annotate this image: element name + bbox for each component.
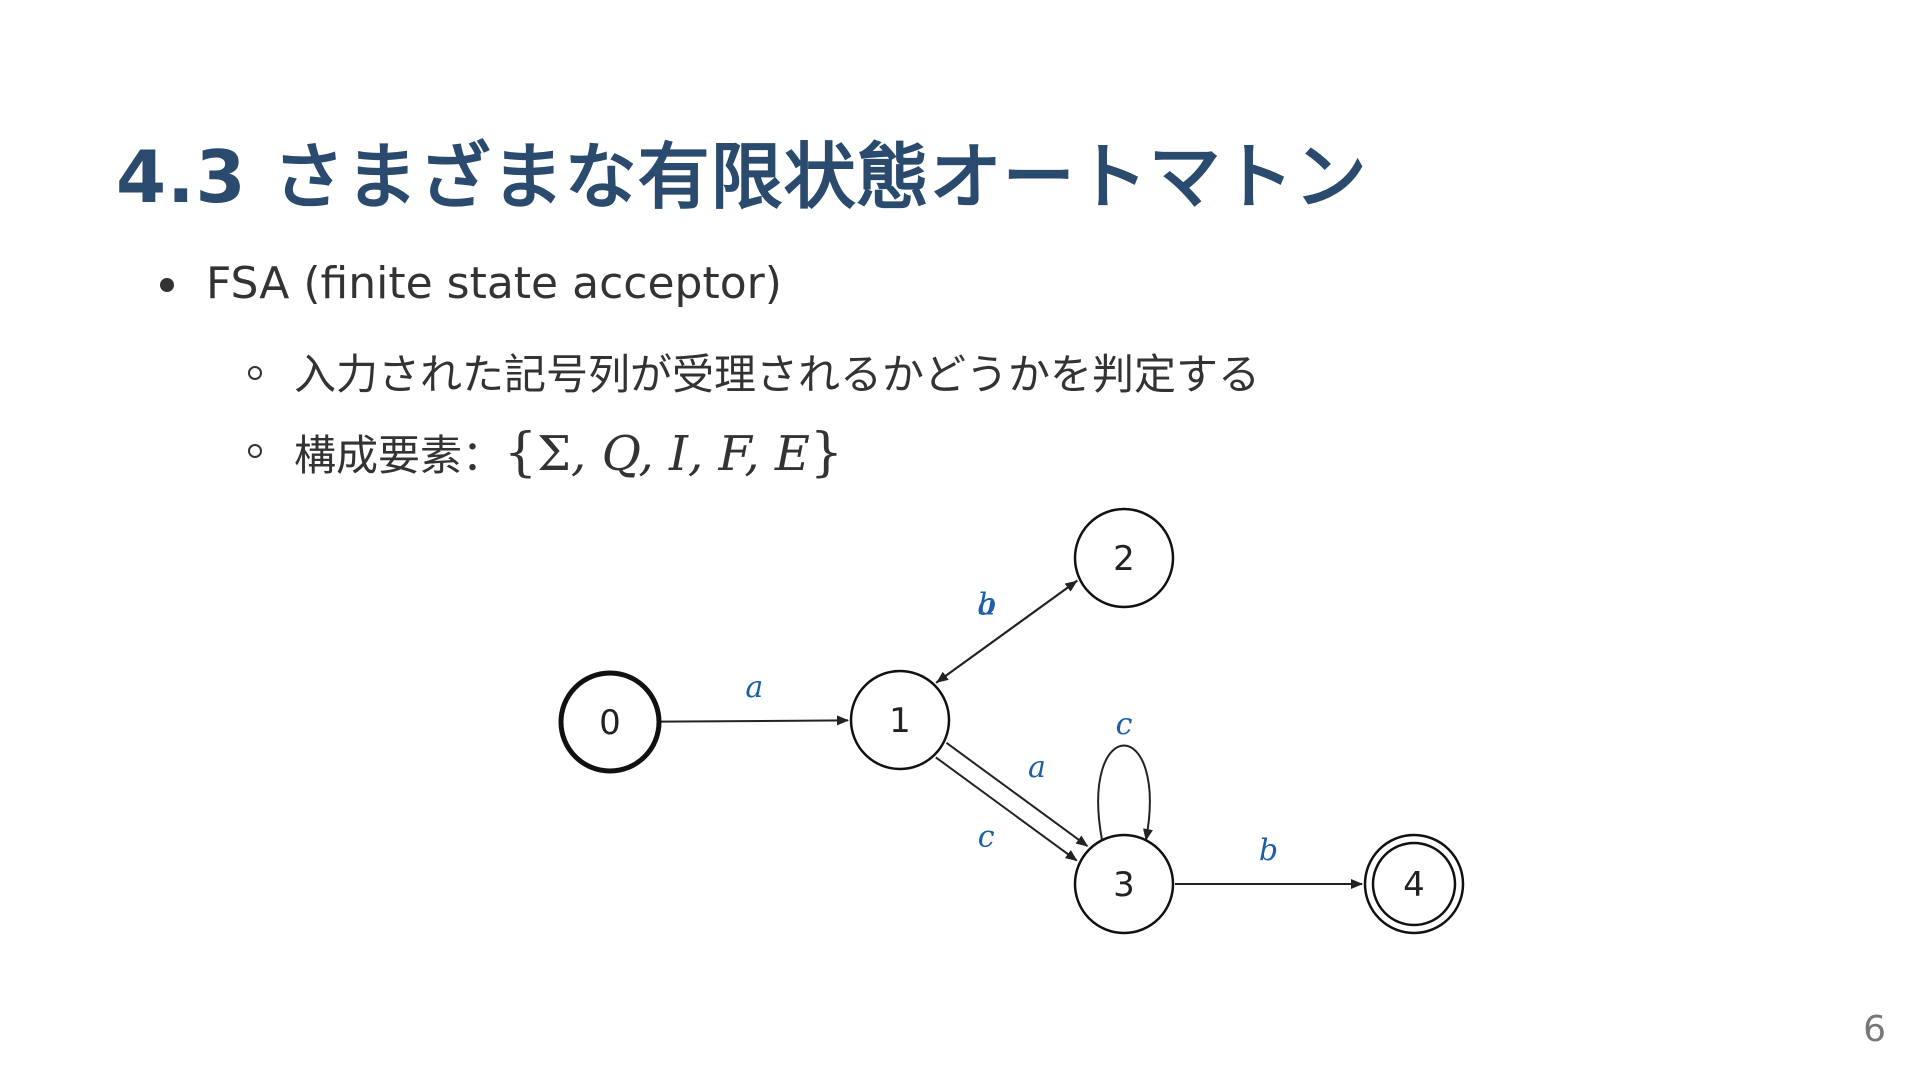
transition-3-3-c: c xyxy=(1097,707,1153,841)
transition-label: a xyxy=(745,670,763,705)
state-circle xyxy=(558,670,662,774)
formula-close-brace: } xyxy=(809,423,844,483)
transition-label: b xyxy=(1259,833,1278,868)
state-label: 3 xyxy=(1113,865,1135,905)
transition-arrow xyxy=(936,579,1078,684)
state-3: 3 xyxy=(1073,833,1175,935)
sub-bullet-list: 入力された記号列が受理されるかどうかを判定する 構成要素：{Σ, Q, I, F… xyxy=(160,336,1260,495)
bullet-list: FSA (finite state acceptor) 入力された記号列が受理さ… xyxy=(160,252,1260,495)
transition-label: a xyxy=(1028,750,1046,785)
formula-sigma: Σ xyxy=(537,426,572,482)
sub-bullet-text: 構成要素：{Σ, Q, I, F, E} xyxy=(294,423,843,483)
transition-label: b xyxy=(978,587,997,622)
sub-bullet-item-description: 入力された記号列が受理されるかどうかを判定する xyxy=(248,336,1260,414)
transition-arrow xyxy=(935,580,1078,684)
formula-separator: , xyxy=(744,426,775,482)
state-circle xyxy=(1363,833,1465,935)
transition-label: c xyxy=(1116,707,1133,742)
formula-separator: , xyxy=(688,426,719,482)
sub-bullet-circle-icon xyxy=(248,444,262,458)
transition-label: c xyxy=(978,819,995,854)
transition-arrow xyxy=(660,715,850,726)
state-1: 1 xyxy=(849,669,951,771)
sub-bullet-circle-icon xyxy=(248,366,262,380)
formula-separator: , xyxy=(638,426,670,482)
state-circle xyxy=(1073,833,1175,935)
transition-1-3-c: c xyxy=(935,756,1078,862)
slide-title: 4.3 さまざまな有限状態オートマトン xyxy=(116,135,1368,219)
state-label: 2 xyxy=(1113,539,1135,579)
transition-3-4-b: b xyxy=(1175,833,1363,889)
transition-1-2-a: a xyxy=(935,580,1078,684)
bullet-dot-icon xyxy=(160,278,174,292)
transition-arrow xyxy=(935,756,1078,862)
sub-bullet-item-components: 構成要素：{Σ, Q, I, F, E} xyxy=(248,414,1260,495)
transition-arrow xyxy=(945,742,1089,847)
transition-2-1-b: b xyxy=(936,579,1078,684)
formula-e: E xyxy=(774,426,810,482)
formula-f: F xyxy=(718,426,745,482)
transition-label: a xyxy=(977,587,995,622)
state-0: 0 xyxy=(558,670,662,774)
state-label: 4 xyxy=(1403,865,1425,905)
state-label: 1 xyxy=(889,701,911,741)
sub-bullet-text: 入力された記号列が受理されるかどうかを判定する xyxy=(294,350,1261,399)
state-2: 2 xyxy=(1073,507,1175,609)
bullet-text: FSA (finite state acceptor) xyxy=(206,258,782,309)
transition-arrow xyxy=(1097,744,1153,841)
final-state-inner-circle xyxy=(1371,841,1457,927)
formula-i: I xyxy=(669,426,689,482)
fsa-states: 0 1 2 3 4 xyxy=(558,507,1465,935)
state-4: 4 xyxy=(1363,833,1465,935)
state-circle xyxy=(1073,507,1175,609)
state-circle xyxy=(849,669,951,771)
page-number: 6 xyxy=(1863,1009,1886,1050)
transition-0-1-a: a xyxy=(660,670,850,726)
formula-separator: , xyxy=(571,426,602,482)
components-prefix: 構成要素： xyxy=(294,431,505,480)
transition-1-3-a: a xyxy=(945,742,1089,847)
bullet-item-fsa: FSA (finite state acceptor) 入力された記号列が受理さ… xyxy=(160,252,1260,495)
components-formula: {Σ, Q, I, F, E} xyxy=(504,423,844,483)
state-label: 0 xyxy=(599,703,621,743)
formula-open-brace: { xyxy=(504,423,538,483)
formula-q: Q xyxy=(601,426,639,482)
